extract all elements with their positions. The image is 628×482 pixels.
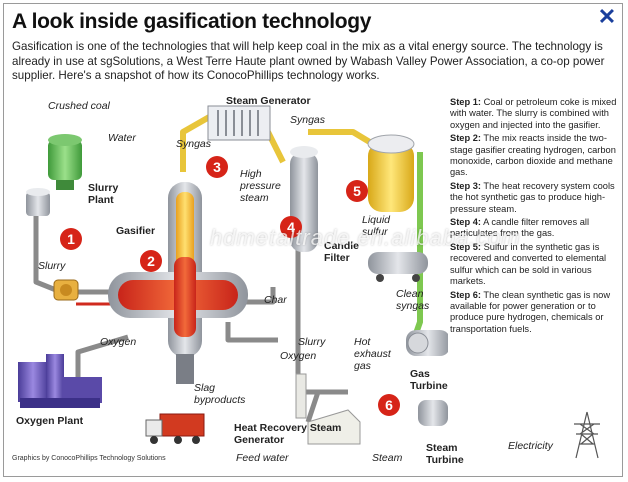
label-char: Char [264, 294, 287, 306]
label-heat-recovery: Heat Recovery Steam Generator [234, 422, 342, 446]
process-illustration [18, 105, 450, 445]
label-clean-syngas: Clean syngas [396, 288, 430, 312]
label-electricity: Electricity [508, 440, 553, 452]
step-3: Step 3: The heat recovery system cools t… [450, 180, 615, 214]
step-badge-4: 4 [280, 216, 302, 238]
label-slurry-plant: Slurry Plant [88, 182, 119, 206]
label-syngas-left: Syngas [176, 138, 212, 150]
label-water: Water [108, 132, 136, 144]
steam-turbine [418, 400, 448, 426]
sulfur-rail-car [368, 252, 428, 282]
label-steam-generator: Steam Generator [226, 95, 311, 107]
label-feed-water: Feed water [236, 452, 289, 464]
step-6: Step 6: The clean synthetic gas is now a… [450, 289, 611, 334]
watermark: hdmetaltrade.en.alibaba.com [210, 225, 521, 250]
label-oxygen-plant: Oxygen Plant [16, 415, 84, 427]
sulfur-recovery-tank [367, 134, 415, 212]
step-1: Step 1: Coal or petroleum coke is mixed … [450, 97, 617, 130]
label-candle-filter: Candle Filter [324, 240, 360, 264]
transmission-tower-icon [574, 411, 600, 459]
step-badge-3: 3 [206, 156, 228, 178]
step-badge-5: 5 [346, 180, 368, 202]
oxygen-plant [18, 354, 102, 408]
label-oxygen-2: Oxygen [280, 350, 317, 362]
intro-paragraph: Gasification is one of the technologies … [12, 40, 605, 82]
step-2: Step 2: The mix reacts inside the two-st… [450, 133, 616, 178]
label-crushed-coal: Crushed coal [48, 100, 110, 112]
gasification-diagram: Crushed coal Water Slurry Plant Slurry O… [8, 92, 464, 466]
step-badge-2: 2 [140, 250, 162, 272]
label-liquid-sulfur: Liquid sulfur [362, 214, 391, 238]
label-steam-turbine: Steam Turbine [426, 442, 464, 466]
label-gasifier: Gasifier [116, 225, 156, 237]
label-steam: Steam [372, 452, 403, 464]
hrsg-unit [295, 373, 361, 445]
label-slurry-2: Slurry [298, 336, 326, 348]
step-badge-6: 6 [378, 394, 400, 416]
label-slag-byproducts: Slag byproducts [194, 382, 246, 406]
gasifier-vessel [108, 182, 248, 384]
close-icon[interactable]: ✕ [597, 4, 617, 29]
label-hot-exhaust-gas: Hot exhaust gas [354, 336, 391, 372]
slurry-plant [48, 134, 82, 190]
slurry-tank [26, 188, 50, 216]
label-high-pressure-steam: High pressure steam [240, 168, 281, 204]
steps-list: Step 1: Coal or petroleum coke is mixed … [450, 97, 618, 337]
label-syngas-right: Syngas [290, 114, 326, 126]
graphics-credit: Graphics by ConocoPhillips Technology So… [12, 455, 166, 462]
label-slurry: Slurry [38, 260, 66, 272]
step-badge-1: 1 [60, 228, 82, 250]
step-5: Step 5: Sulfur in the synthetic gas is r… [450, 241, 607, 287]
page-title: A look inside gasification technology [12, 10, 372, 33]
slag-truck [145, 413, 205, 444]
label-oxygen: Oxygen [100, 336, 137, 348]
slurry-pump [53, 279, 79, 301]
steam-generator [207, 105, 271, 141]
step-4: Step 4: A candle filter removes all part… [450, 217, 590, 239]
gas-turbine [406, 330, 450, 356]
label-gas-turbine: Gas Turbine [410, 368, 448, 392]
